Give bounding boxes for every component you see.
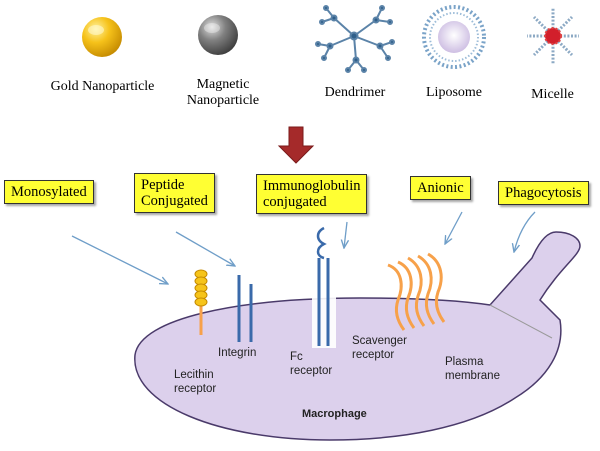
liposome-label: Liposome [426, 85, 482, 100]
plasma-membrane-label: Plasma membrane [445, 356, 500, 382]
magnetic-nanoparticle-label: Magnetic Nanoparticle [186, 77, 260, 108]
monosylated-box: Monosylated [4, 180, 94, 204]
fc-receptor-label: Fc receptor [290, 351, 333, 377]
macrophage-label: Macrophage [302, 408, 367, 420]
immunoglobulin-conjugated-box: Immunoglobulin conjugated [256, 174, 368, 214]
arrow-anionic [445, 211, 463, 244]
micelle-icon [527, 8, 579, 64]
scavenger-receptor-label: Scavenger receptor [352, 335, 407, 361]
arrow-peptide [175, 231, 235, 266]
liposome-icon [422, 5, 486, 69]
integrin-receptor-icon [237, 275, 253, 342]
down-arrow-icon [277, 126, 315, 164]
magnetic-nanoparticle-icon [198, 15, 238, 55]
arrow-phagocytosis [514, 211, 536, 252]
integrin-label: Integrin [218, 347, 257, 359]
dendrimer-label: Dendrimer [324, 85, 386, 100]
phagocytosis-box: Phagocytosis [498, 181, 589, 205]
gold-nanoparticle-icon [82, 17, 122, 57]
gold-nanoparticle-label: Gold Nanoparticle [50, 79, 155, 94]
peptide-conjugated-box: Peptide Conjugated [134, 173, 215, 213]
arrow-immunoglobulin [344, 221, 347, 248]
micelle-label: Micelle [531, 87, 574, 102]
dendrimer-icon [315, 5, 395, 73]
anionic-box: Anionic [410, 176, 471, 200]
lecithin-receptor-icon [194, 269, 208, 335]
arrow-monosylated [71, 235, 168, 284]
fc-receptor-icon [312, 226, 336, 348]
macrophage-cell [134, 231, 581, 441]
scavenger-receptor-icon [387, 252, 446, 331]
lecithin-receptor-label: Lecithin receptor [174, 369, 217, 395]
